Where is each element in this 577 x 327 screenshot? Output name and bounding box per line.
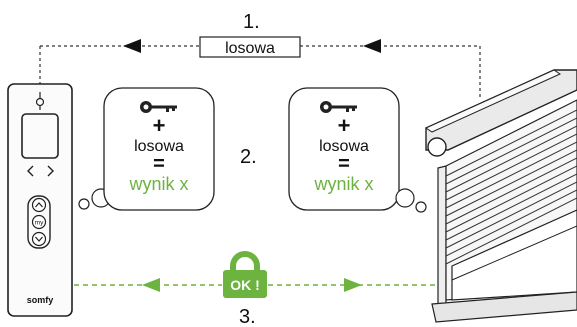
bubble-right-equals: = [338, 153, 350, 175]
random-value-box [199, 36, 301, 58]
step-3-label: 3. [239, 306, 256, 327]
thought-bubble-right: + losowa = wynik x [288, 87, 427, 213]
chevron-left-icon[interactable] [27, 165, 34, 177]
bubble-left-plus: + [153, 113, 166, 138]
padlock-icon [223, 251, 267, 298]
chevron-down-icon [35, 236, 43, 242]
bubble-left-random: losowa [134, 138, 184, 155]
step-2-label: 2. [240, 146, 257, 168]
roller-end-cap [427, 137, 447, 157]
my-button[interactable]: my [31, 214, 47, 230]
key-icon [320, 101, 357, 113]
thought-bubble-left: + losowa = wynik x [78, 87, 215, 211]
random-value-label: losowa [225, 40, 275, 57]
down-button[interactable] [31, 231, 47, 247]
chevron-up-icon [35, 202, 43, 208]
key-icon [140, 101, 177, 113]
bubble-tail-small [415, 201, 427, 213]
remote-button-panel [27, 195, 51, 249]
arrow-right-green [344, 278, 362, 292]
lock-badge-text: OK ! [230, 277, 260, 293]
antenna-icon [35, 92, 45, 110]
arrow-left-top-1 [123, 39, 141, 53]
my-button-label: my [35, 220, 44, 227]
remote-display [21, 113, 59, 159]
bubble-left-result: wynik x [128, 174, 188, 194]
bubble-tail-large [395, 188, 415, 208]
chevron-right-icon[interactable] [47, 165, 54, 177]
arrow-left-top-2 [363, 39, 381, 53]
window-pane [451, 209, 577, 301]
remote-brand: somfy [27, 295, 54, 305]
bubble-left-equals: = [153, 153, 165, 175]
remote-control: my somfy [7, 83, 73, 317]
arrow-left-green [142, 278, 160, 292]
top-exchange-path [39, 45, 481, 98]
bubble-right-plus: + [338, 113, 351, 138]
bubble-right-random: losowa [319, 138, 369, 155]
roller-shutter [424, 69, 577, 323]
bubble-right-result: wynik x [313, 174, 373, 194]
up-button[interactable] [31, 197, 47, 213]
step-1-label: 1. [243, 11, 260, 33]
bubble-tail-small [78, 198, 90, 210]
